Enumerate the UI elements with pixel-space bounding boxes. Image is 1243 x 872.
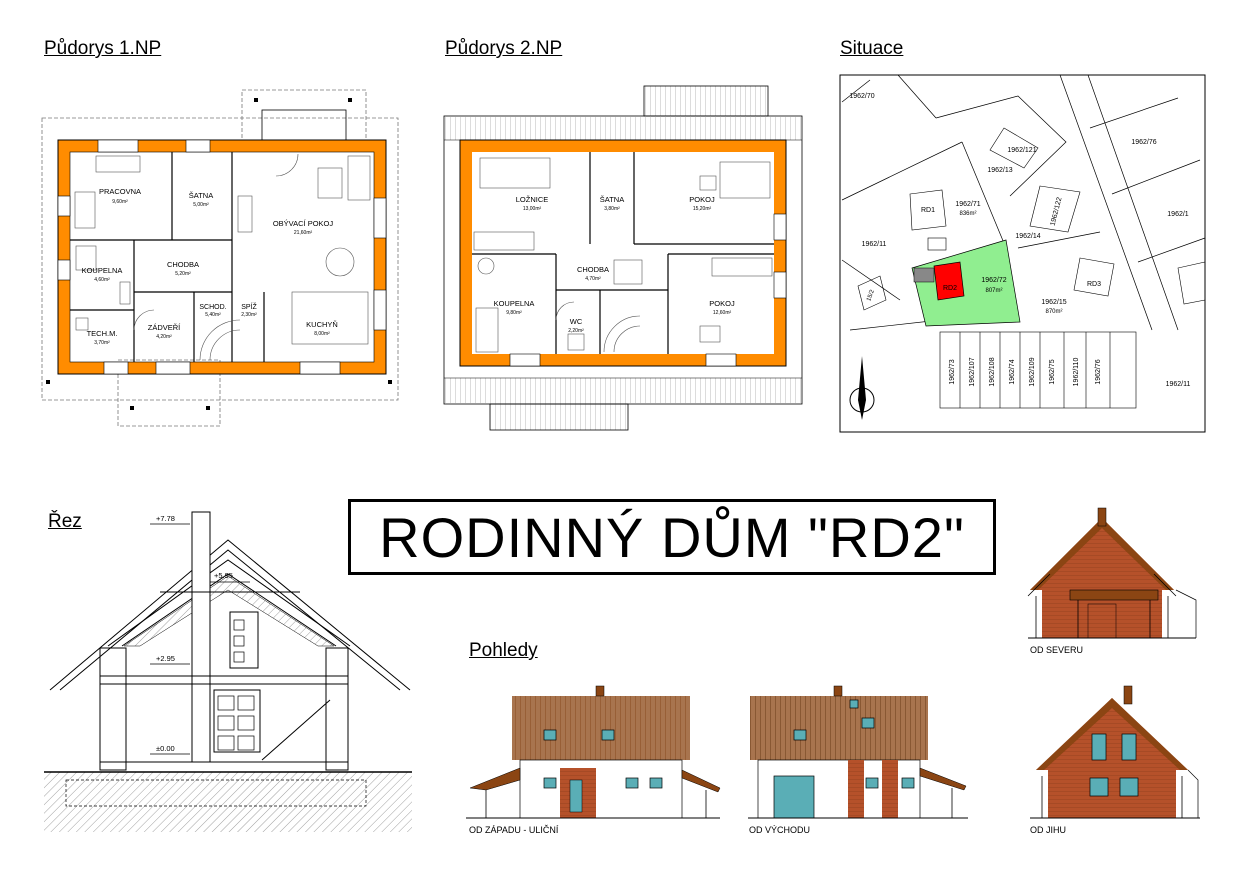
row-plot-label: 1962/110 <box>1073 358 1080 387</box>
room-label: CHODBA <box>577 265 609 274</box>
room-label: SPÍŽ <box>241 302 257 311</box>
level-label: +7.78 <box>156 514 175 523</box>
parcel-label: 1962/70 <box>849 93 874 100</box>
parcel-label: 1962/71 <box>955 201 980 208</box>
room-area: 5,20m² <box>175 271 191 277</box>
view-label-north: OD SEVERU <box>1030 645 1084 655</box>
level-label: ±0.00 <box>156 744 175 753</box>
room-label: POKOJ <box>689 195 715 204</box>
room-label: TECH.M. <box>87 329 118 338</box>
parcel-label: 1962/11 <box>862 241 887 248</box>
parcel-area: 807m² <box>985 288 1002 294</box>
row-plot-label: 1962/74 <box>1009 359 1016 384</box>
heading-pohledy: Pohledy <box>469 640 538 661</box>
room-label: POKOJ <box>709 299 735 308</box>
house-label: RD3 <box>1087 281 1101 288</box>
room-label: ŠATNA <box>600 195 624 204</box>
row-plot-label: 1962/75 <box>1049 359 1056 384</box>
parcel-label: 1962/72 <box>981 277 1006 284</box>
room-area: 5,40m² <box>205 312 221 318</box>
room-label: KOUPELNA <box>82 266 123 275</box>
room-area: 2,20m² <box>568 328 584 334</box>
room-label: SCHOD. <box>199 304 226 311</box>
house-label: RD2 <box>943 285 957 292</box>
parcel-label: 1962/14 <box>1015 233 1040 240</box>
room-area: 4,20m² <box>156 334 172 340</box>
room-area: 21,60m² <box>294 230 313 236</box>
row-plot-label: 1962/73 <box>949 359 956 384</box>
parcel-label: 1962/1 <box>1167 211 1189 218</box>
parcel-label: 1962/13 <box>987 167 1012 174</box>
site-labels: 1962/70 1962/121 1962/13 1962/76 RD1 196… <box>849 93 1190 407</box>
room-label: PRACOVNA <box>99 187 141 196</box>
room-area: 3,70m² <box>94 340 110 346</box>
room-area: 12,60m² <box>713 310 732 316</box>
room-area: 9,80m² <box>506 310 522 316</box>
row-plot-label: 1962/107 <box>969 357 976 386</box>
view-label-east: OD VÝCHODU <box>749 825 811 835</box>
room-label: OBÝVACÍ POKOJ <box>273 219 334 228</box>
parcel-label: 1962/15 <box>1041 299 1066 306</box>
np1-room-labels: PRACOVNA 9,60m² ŠATNA 5,00m² OBÝVACÍ POK… <box>82 187 338 346</box>
compass-label: S <box>859 396 866 407</box>
room-area: 8,00m² <box>314 331 330 337</box>
heading-rez: Řez <box>48 511 82 532</box>
parcel-area: 870m² <box>1045 309 1062 315</box>
title-box: RODINNÝ DŮM "RD2" <box>348 499 996 575</box>
house-label: RD1 <box>921 207 935 214</box>
heading-situace: Situace <box>840 38 904 59</box>
row-plot-labels: 1962/73 1962/107 1962/108 1962/74 1962/109 19… <box>949 357 1102 386</box>
elevation-west <box>466 685 721 819</box>
heading-np1: Půdorys 1.NP <box>44 38 162 59</box>
room-label: LOŽNICE <box>516 195 549 204</box>
elevation-north <box>1027 507 1197 639</box>
level-label: +2.95 <box>156 654 175 663</box>
np2-room-labels: LOŽNICE 13,00m² ŠATNA 3,80m² POKOJ 15,20… <box>494 195 735 334</box>
level-label: +5.95 <box>214 571 233 580</box>
room-label: CHODBA <box>167 260 199 269</box>
site-plan <box>839 74 1206 433</box>
row-plot-label: 1962/76 <box>1095 359 1102 384</box>
view-label-south: OD JIHU <box>1030 825 1066 835</box>
room-label: ZÁDVEŘÍ <box>148 323 181 332</box>
row-plot-label: 1962/108 <box>989 357 996 386</box>
parcel-label: 1962/11 <box>1166 381 1191 388</box>
parcel-label: 1962/121 <box>1007 147 1036 154</box>
parcel-area: 836m² <box>959 211 976 217</box>
elevation-east <box>748 685 968 819</box>
room-area: 5,00m² <box>193 202 209 208</box>
room-label: KUCHYŇ <box>306 320 338 329</box>
room-area: 3,80m² <box>604 206 620 212</box>
section-drawing: +7.78 +5.95 +2.95 ±0.00 <box>44 511 412 832</box>
floorplan-1np <box>41 89 399 427</box>
room-area: 13,00m² <box>523 206 542 212</box>
room-area: 4,70m² <box>585 276 601 282</box>
floorplan-2np <box>443 85 803 431</box>
room-label: KOUPELNA <box>494 299 535 308</box>
view-label-west: OD ZÁPADU - ULIČNÍ <box>469 825 559 835</box>
heading-np2: Půdorys 2.NP <box>445 38 563 59</box>
page-title: RODINNÝ DŮM "RD2" <box>379 505 965 569</box>
row-plot-label: 1962/109 <box>1029 357 1036 386</box>
room-label: ŠATNA <box>189 191 213 200</box>
room-area: 2,30m² <box>241 312 257 318</box>
room-area: 4,60m² <box>94 277 110 283</box>
room-label: WC <box>570 317 583 326</box>
road-label: 15/2 <box>866 289 876 303</box>
elevation-south <box>1030 685 1200 819</box>
room-area: 15,20m² <box>693 206 712 212</box>
room-area: 9,60m² <box>112 199 128 205</box>
parcel-label: 1962/76 <box>1131 139 1156 146</box>
